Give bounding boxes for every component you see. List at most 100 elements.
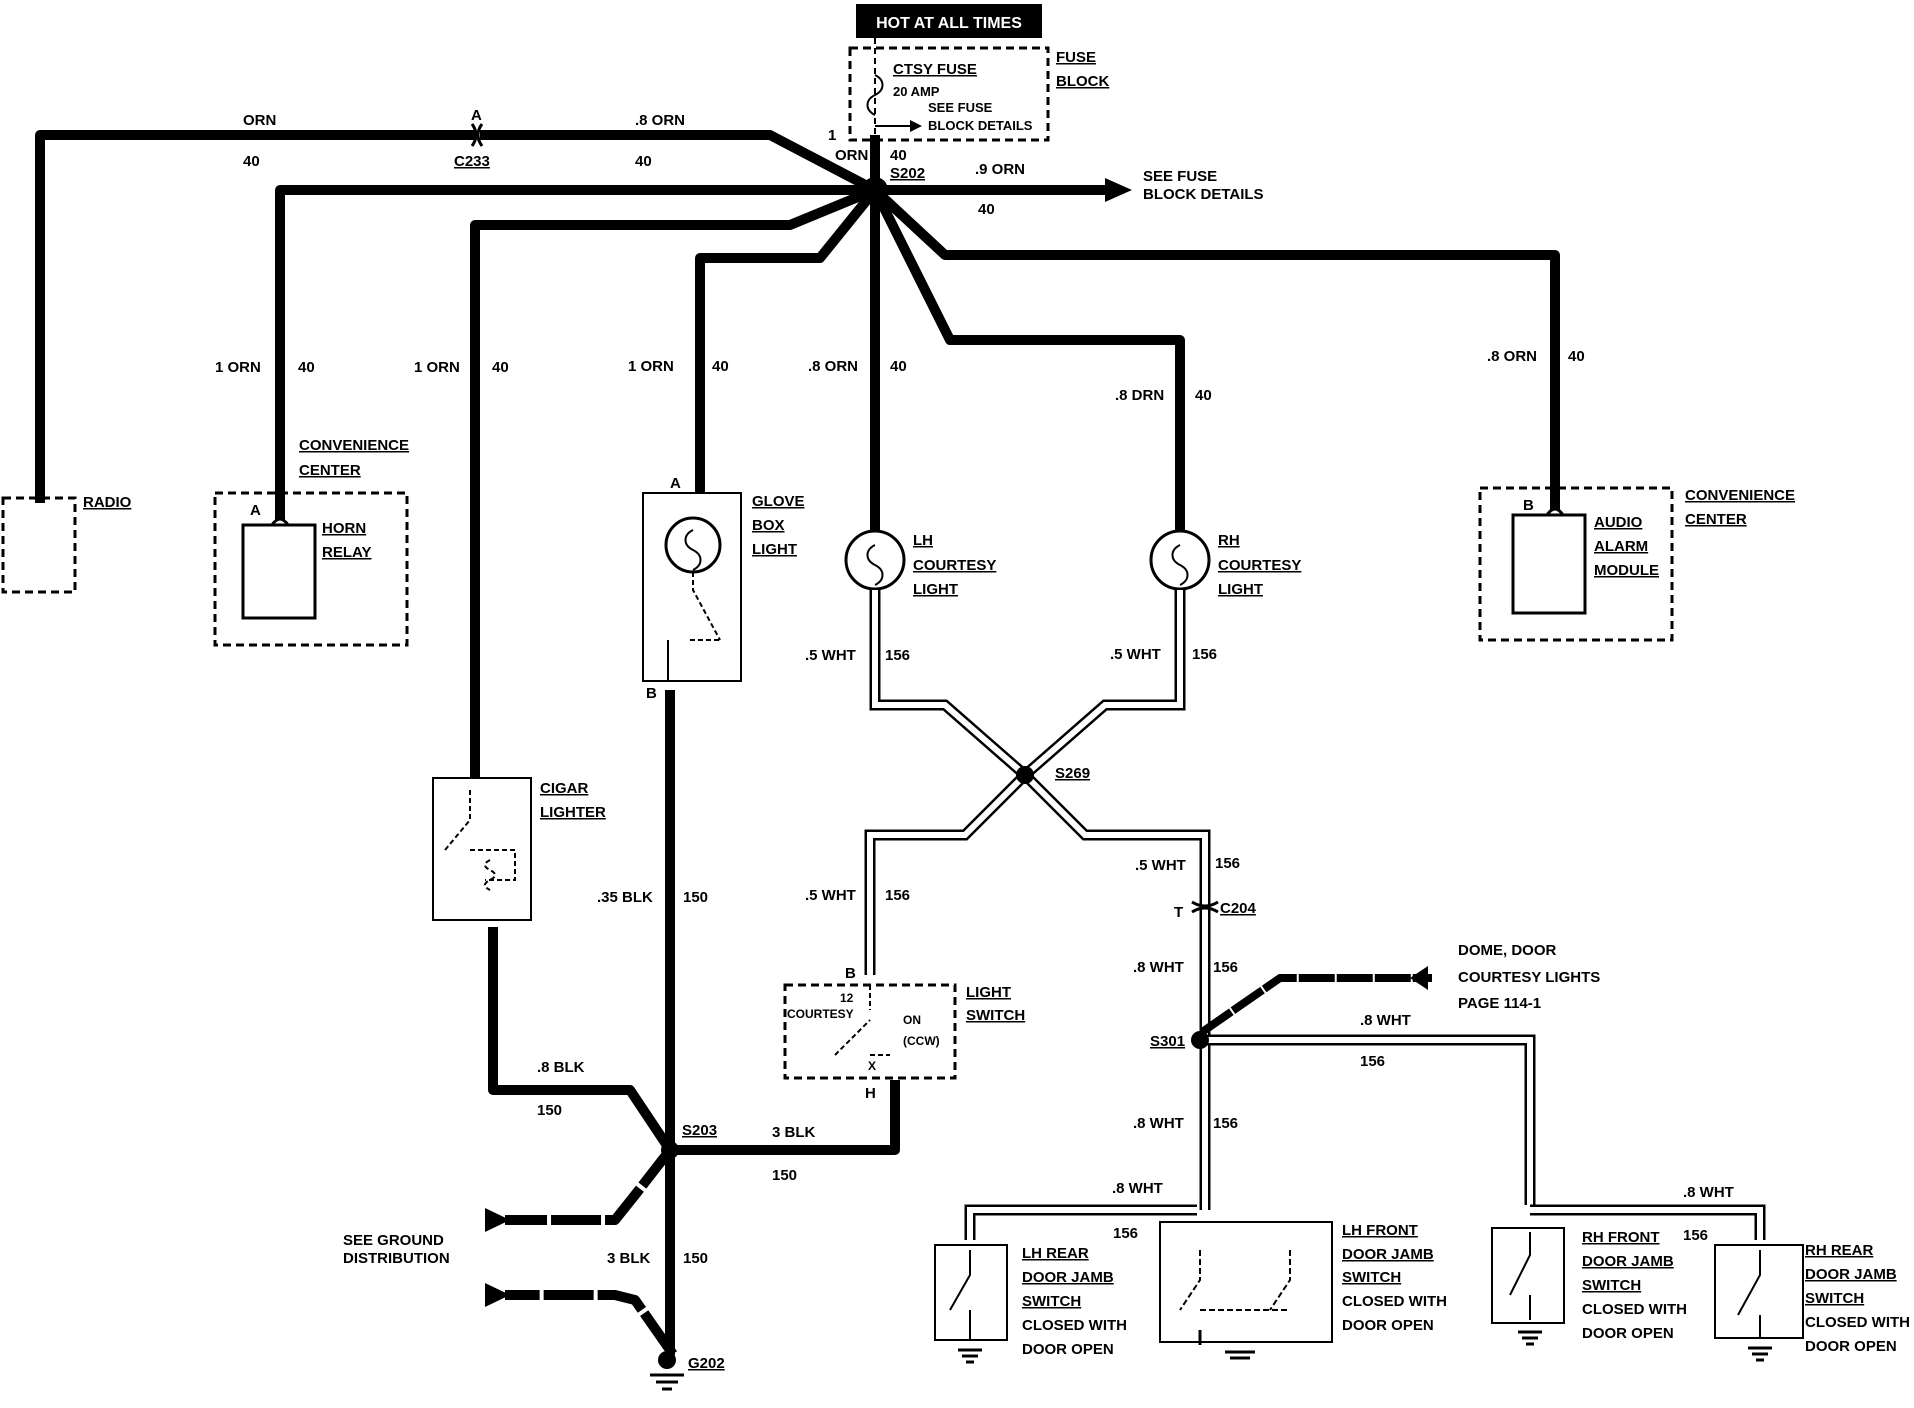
fuse-rating: 20 AMP <box>893 84 940 99</box>
audio-label-1: AUDIO <box>1594 514 1643 531</box>
g202-label: G202 <box>688 1355 725 1372</box>
g202-ground-symbol <box>650 1373 684 1391</box>
label-blk-glove: .35 BLK <box>597 889 653 906</box>
lh-courtesy-bulb <box>844 529 906 591</box>
label-cigar-num: 40 <box>492 359 509 376</box>
lh-front-door-jamb-switch <box>1159 1221 1333 1360</box>
s203-splice <box>661 1141 679 1159</box>
c204-label: C204 <box>1220 900 1257 917</box>
label-horn-num: 40 <box>298 359 315 376</box>
label-c204-wht-num: 156 <box>1215 855 1240 872</box>
ls-label-2: SWITCH <box>966 1007 1025 1024</box>
lhf-label-3: SWITCH <box>1342 1269 1401 1286</box>
orn-wire-audio <box>867 182 1560 510</box>
fuse-arrow-head <box>910 120 922 132</box>
rh-rear-door-jamb-switch <box>1714 1244 1804 1362</box>
label-lh-num: 40 <box>890 358 907 375</box>
lh-courtesy-filament <box>866 544 884 586</box>
label-40-b: 40 <box>635 153 652 170</box>
audio-alarm-pin <box>1545 507 1565 516</box>
ls-on: ON <box>903 1013 921 1027</box>
dome-ref-3: PAGE 114-1 <box>1458 995 1541 1012</box>
rhr-label-2: DOOR JAMB <box>1805 1266 1897 1283</box>
label-lh-dj-num: 156 <box>1113 1225 1138 1242</box>
glove-label-3: LIGHT <box>752 541 797 558</box>
horn-relay-label-2: RELAY <box>322 544 371 561</box>
lh-courtesy-label-2: COURTESY <box>913 557 996 574</box>
lhr-label-5: DOOR OPEN <box>1022 1341 1114 1358</box>
gnd-arrow-2 <box>485 1283 510 1307</box>
label-audio-wire: .8 ORN <box>1487 348 1537 365</box>
label-rh-dj-num: 156 <box>1683 1227 1708 1244</box>
fuse-block-label-2: BLOCK <box>1056 73 1109 90</box>
cigar-label-2: LIGHTER <box>540 804 606 821</box>
label-08-orn-right: .9 ORN <box>975 161 1025 178</box>
rh-courtesy-label-1: RH <box>1218 532 1240 549</box>
c233-connector <box>470 123 484 147</box>
horn-relay-pin <box>270 517 290 526</box>
ls-ccw: (CCW) <box>903 1034 940 1048</box>
see-fuse-ref-2: BLOCK DETAILS <box>1143 186 1264 203</box>
glove-switch <box>690 572 721 641</box>
audio-label-2: ALARM <box>1594 538 1648 555</box>
label-rh-wht-num: 156 <box>1192 646 1217 663</box>
orn-wire-rh-courtesy <box>868 183 1185 530</box>
glove-label-2: BOX <box>752 517 785 534</box>
ground-ref-2: DISTRIBUTION <box>343 1250 450 1267</box>
lh-rear-door-jamb-switch <box>934 1244 1008 1364</box>
ground-ref-1: SEE GROUND <box>343 1232 444 1249</box>
horn-relay-label-1: HORN <box>322 520 366 537</box>
lhr-label-3: SWITCH <box>1022 1293 1081 1310</box>
label-blk-gnd: 3 BLK <box>607 1250 651 1267</box>
label-glove-wire: 1 ORN <box>628 358 674 375</box>
c204-pin-label: T <box>1174 904 1183 921</box>
label-08-orn-top: .8 ORN <box>635 112 685 129</box>
rhr-label-5: DOOR OPEN <box>1805 1338 1897 1355</box>
label-glove-num: 40 <box>712 358 729 375</box>
see-fuse-ref-1: SEE FUSE <box>1143 168 1217 185</box>
audio-pin-label: B <box>1523 497 1534 514</box>
radio-label: RADIO <box>83 494 132 511</box>
rhf-label-1: RH FRONT <box>1582 1229 1660 1246</box>
orn-wire-glove <box>695 182 883 495</box>
conv-right-label-1: CONVENIENCE <box>1685 487 1795 504</box>
s269-splice <box>1016 766 1034 784</box>
hot-at-all-times-box <box>856 4 1042 38</box>
c233-label: C233 <box>454 153 490 170</box>
s269-label: S269 <box>1055 765 1090 782</box>
label-s301-in-num: 156 <box>1213 959 1238 976</box>
gnd-arrow-1 <box>485 1208 510 1232</box>
label-orn-radio: ORN <box>243 112 276 129</box>
see-fuse-arrow <box>1105 178 1132 202</box>
label-lh-dj: .8 WHT <box>1112 1180 1163 1197</box>
c204-connector <box>1191 900 1219 914</box>
fuse-pin-1: 1 <box>828 127 836 144</box>
label-s301-in: .8 WHT <box>1133 959 1184 976</box>
blk-wire-switch <box>665 1080 900 1155</box>
conv-left-label-2: CENTER <box>299 462 361 479</box>
blk-wire-gnd-1 <box>505 1142 678 1225</box>
glove-label-1: GLOVE <box>752 493 805 510</box>
rh-courtesy-bulb <box>1149 529 1211 591</box>
lhf-label-5: DOOR OPEN <box>1342 1317 1434 1334</box>
s301-label: S301 <box>1150 1033 1185 1050</box>
rhr-label-3: SWITCH <box>1805 1290 1864 1307</box>
label-lh-wht-num: 156 <box>885 647 910 664</box>
rh-courtesy-label-2: COURTESY <box>1218 557 1301 574</box>
lh-courtesy-label-3: LIGHT <box>913 581 958 598</box>
label-40-c: 40 <box>890 147 907 164</box>
label-blk-gnd-num: 150 <box>683 1250 708 1267</box>
rhr-label-1: RH REAR <box>1805 1242 1874 1259</box>
glove-box-light-box <box>642 492 742 682</box>
lhf-label-2: DOOR JAMB <box>1342 1246 1434 1263</box>
s202-splice <box>862 177 888 203</box>
label-blk-sw-num: 150 <box>772 1167 797 1184</box>
orn-wire-c233-to-s202 <box>480 130 882 197</box>
dome-arrow <box>1410 966 1428 990</box>
fuse-see-2: BLOCK DETAILS <box>928 118 1033 133</box>
ls-12: 12 <box>840 991 854 1005</box>
s202-label: S202 <box>890 165 925 182</box>
fuse-symbol <box>866 74 884 116</box>
lhf-label-4: CLOSED WITH <box>1342 1293 1447 1310</box>
